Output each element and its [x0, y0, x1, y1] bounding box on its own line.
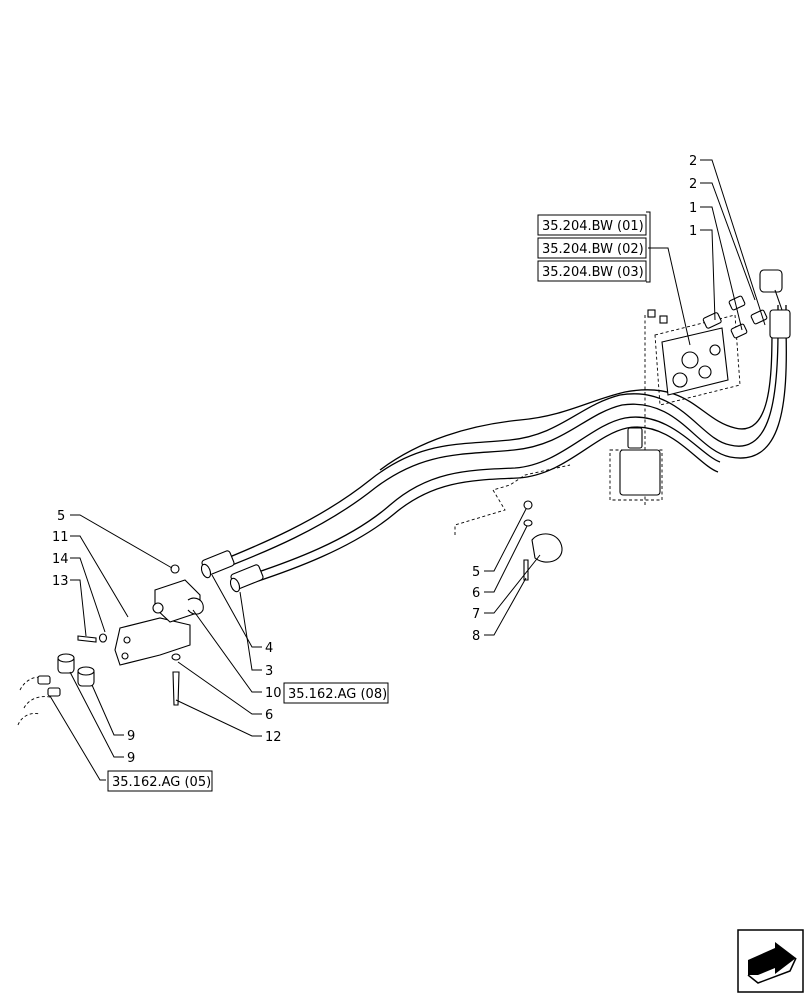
- callout-12: 12: [265, 730, 282, 745]
- reference-boxes: 35.204.BW (01) 35.204.BW (02) 35.204.BW …: [107, 214, 647, 792]
- callout-11: 11: [52, 530, 69, 545]
- callout-numbers: 2 2 1 1 5 11 14 13 4 3 10 6 12 9 9 5 6 7…: [52, 154, 697, 766]
- callout-9-lower: 9: [127, 751, 135, 766]
- callout-10: 10: [265, 686, 282, 701]
- callout-6-left: 6: [265, 708, 273, 723]
- callout-14: 14: [52, 552, 69, 567]
- ref-35-204-bw-01[interactable]: 35.204.BW (01): [542, 219, 644, 234]
- next-page-arrow-icon[interactable]: [737, 929, 804, 993]
- ref-35-162-ag-05[interactable]: 35.162.AG (05): [112, 775, 211, 790]
- callout-3: 3: [265, 664, 273, 679]
- callout-13: 13: [52, 574, 69, 589]
- ref-35-204-bw-02[interactable]: 35.204.BW (02): [542, 242, 644, 257]
- bracket-assembly: [17, 564, 204, 726]
- callout-8: 8: [472, 629, 480, 644]
- hose-clamp-assembly: [454, 464, 571, 581]
- callout-9-upper: 9: [127, 729, 135, 744]
- callout-7: 7: [472, 607, 480, 622]
- callout-1-upper: 1: [689, 201, 697, 216]
- callout-4: 4: [265, 641, 273, 656]
- callout-2-upper: 2: [689, 154, 697, 169]
- ref-35-162-ag-08[interactable]: 35.162.AG (08): [288, 687, 387, 702]
- callout-1-lower: 1: [689, 224, 697, 239]
- hydraulic-hoses: [200, 269, 791, 593]
- leader-lines: [49, 159, 766, 781]
- ref-35-204-bw-03[interactable]: 35.204.BW (03): [542, 265, 644, 280]
- callout-6-right: 6: [472, 586, 480, 601]
- callout-5-right: 5: [472, 565, 480, 580]
- control-valve-assembly: [609, 295, 768, 505]
- callout-5-left: 5: [57, 509, 65, 524]
- callout-2-lower: 2: [689, 177, 697, 192]
